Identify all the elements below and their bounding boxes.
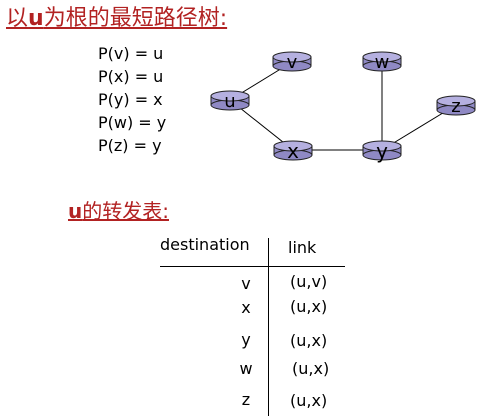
row-link: (u,v): [290, 272, 328, 291]
row-destination: x: [241, 298, 251, 317]
predecessor-item: P(w) = y: [98, 113, 167, 132]
row-destination: y: [241, 330, 251, 349]
node-label-w: w: [375, 52, 390, 73]
table-header-divider: [160, 266, 345, 267]
node-label-y: y: [376, 139, 388, 163]
row-link: (u,x): [292, 359, 330, 378]
router-node-u: u: [210, 90, 250, 112]
node-label-x: x: [287, 139, 299, 163]
column-header-link: link: [288, 238, 317, 257]
router-node-x: x: [273, 139, 313, 163]
router-node-w: w: [362, 51, 402, 73]
row-destination: w: [239, 359, 253, 378]
row-link: (u,x): [290, 331, 328, 350]
row-link: (u,x): [290, 297, 328, 316]
predecessor-item: P(v) = u: [98, 44, 164, 63]
page-title: 以u为根的最短路径树:: [6, 6, 227, 32]
predecessor-item: P(y) = x: [98, 90, 163, 109]
forwarding-table-title: u的转发表:: [68, 198, 169, 224]
router-node-y: y: [362, 139, 402, 163]
table-vertical-divider: [268, 238, 269, 416]
predecessor-item: P(z) = y: [98, 136, 162, 155]
column-header-destination: destination: [160, 235, 250, 254]
title-prefix: 以: [6, 6, 29, 31]
row-destination: z: [241, 390, 251, 409]
node-label-u: u: [224, 91, 235, 112]
row-link: (u,x): [290, 391, 328, 410]
predecessor-list: P(v) = u P(x) = u P(y) = x P(w) = y P(z)…: [98, 42, 166, 157]
shortest-path-tree-graph: v w u z x y: [210, 51, 476, 163]
router-node-z: z: [436, 95, 476, 117]
node-label-z: z: [451, 96, 460, 117]
table-title-suffix: 的转发表:: [82, 199, 169, 223]
router-node-v: v: [272, 51, 312, 73]
title-root-node: u: [28, 6, 44, 31]
title-suffix: 为根的最短路径树:: [43, 6, 228, 31]
table-title-node: u: [68, 199, 83, 223]
row-destination: v: [241, 274, 251, 293]
node-label-v: v: [287, 52, 298, 73]
predecessor-item: P(x) = u: [98, 67, 164, 86]
